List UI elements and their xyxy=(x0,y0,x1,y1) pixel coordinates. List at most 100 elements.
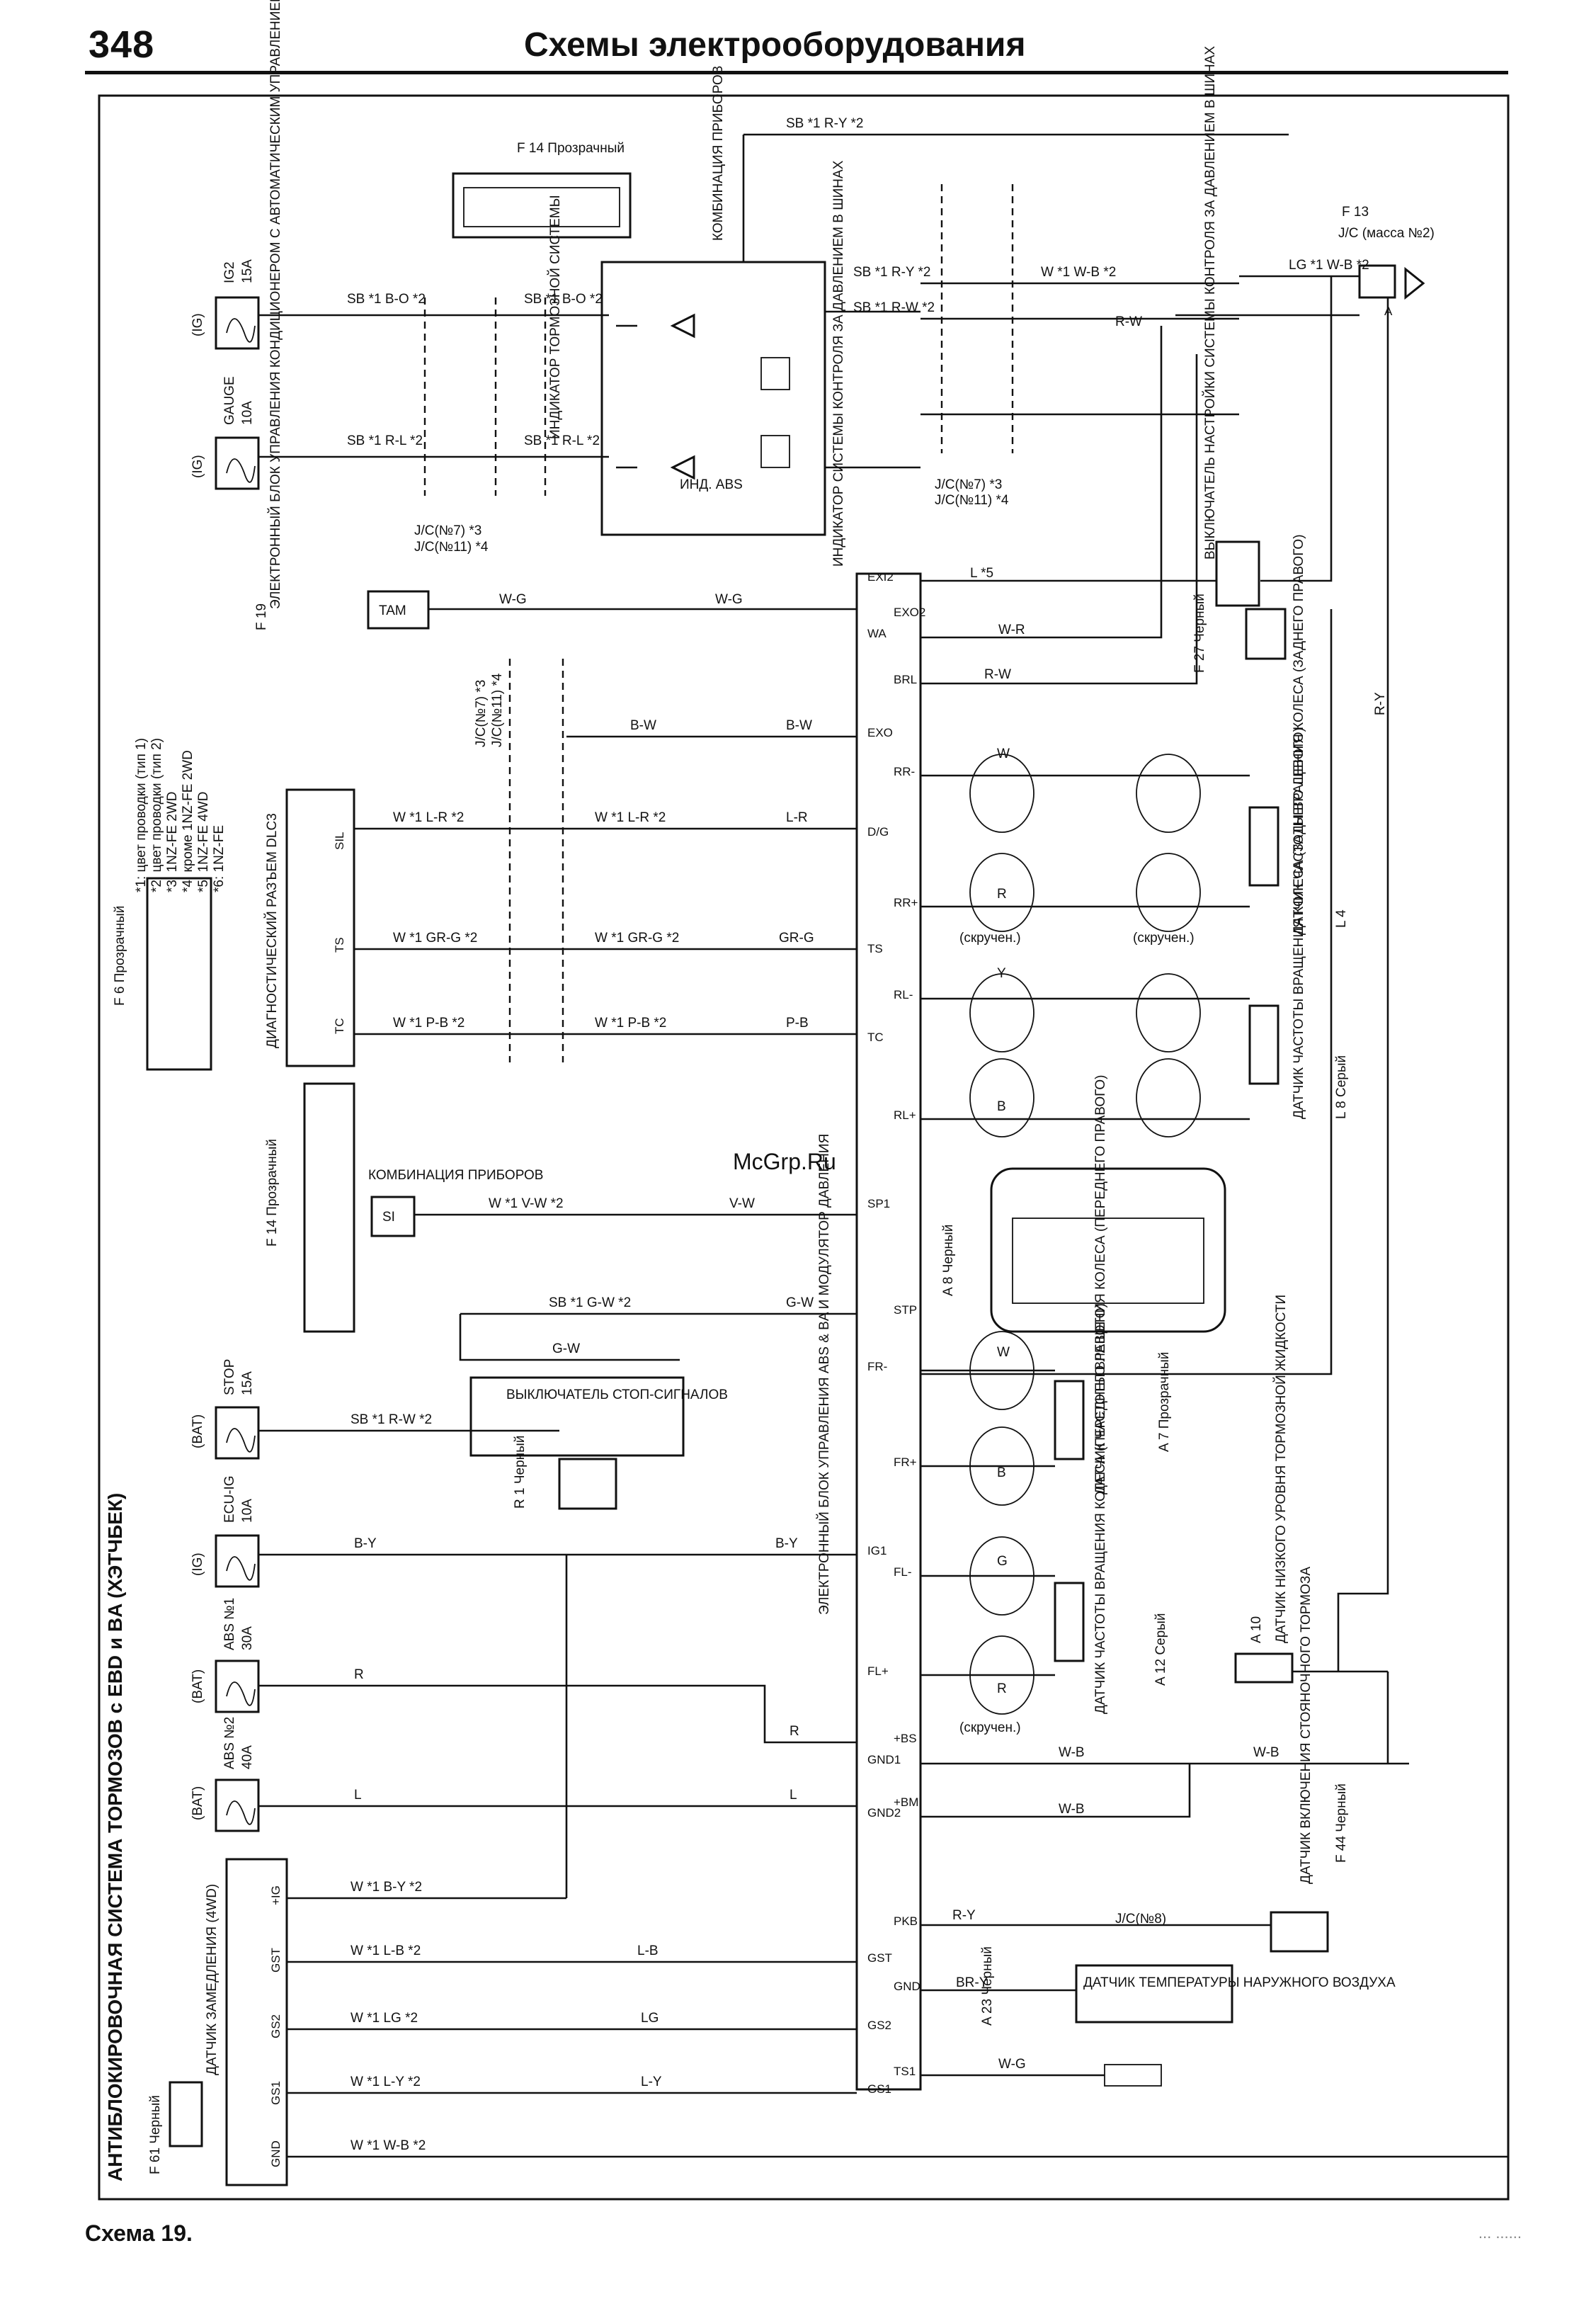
dlc3-pin-sil: SIL xyxy=(333,832,346,850)
note-4: *4: кроме 1NZ-FE 2WD xyxy=(181,750,195,892)
ecu-terminal-gs1: GS1 xyxy=(867,2082,891,2096)
fuse-abs1-source: (BAT) xyxy=(190,1669,205,1703)
wire-label-6: W *1 P-B *2 xyxy=(393,1016,464,1031)
fuse-ecu-ig-rating: 10A xyxy=(240,1499,255,1523)
fuse-ig2-source: (IG) xyxy=(190,313,205,336)
temp-sensor-label: ДАТЧИК ТЕМПЕРАТУРЫ НАРУЖНОГО ВОЗДУХА xyxy=(1083,1975,1396,1990)
corner-mark: ... ...... xyxy=(1478,2224,1522,2242)
brake-indicator-label: ИНДИКАТОР ТОРМОЗНОЙ СИСТЕМЫ xyxy=(547,195,563,439)
wire-label-4: W *1 L-R *2 xyxy=(393,810,464,825)
a23-label: A 23 Черный xyxy=(980,1946,995,2026)
wire-label-21: L *5 xyxy=(970,566,993,581)
wire-label-1b: SB *1 B-O *2 xyxy=(524,292,603,307)
tire-pressure-indicator-label: ИНДИКАТОР СИСТЕМЫ КОНТРОЛЯ ЗА ДАВЛЕНИЕМ … xyxy=(831,160,846,567)
rr-sensor-label: ДАТЧИК ЧАСТОТЫ ВРАЩЕНИЯ КОЛЕСА (ЗАДНЕГО … xyxy=(1292,534,1306,935)
combination-meter-2: КОМБИНАЦИЯ ПРИБОРОВ SI xyxy=(368,1168,543,1237)
ecu-terminal-bs: +BS xyxy=(894,1732,917,1745)
fr-sensor-label: ДАТЧИК ЧАСТОТЫ ВРАЩЕНИЯ КОЛЕСА (ПЕРЕДНЕГ… xyxy=(1093,1075,1108,1494)
wire-label-27: L-R xyxy=(786,810,808,825)
jc-no8: J/C(№8) xyxy=(1115,1912,1166,1926)
rl-sensor-block: ДАТЧИК ЧАСТОТЫ ВРАЩЕНИЯ КОЛЕСА (ЗАДНЕГО … xyxy=(1248,727,1349,1119)
decel-pin-gst: GST xyxy=(269,1948,283,1973)
splice-id-sample: A xyxy=(1384,305,1393,318)
fluid-sensor-block: ДАТЧИК НИЗКОГО УРОВНЯ ТОРМОЗНОЙ ЖИДКОСТИ… xyxy=(1234,1295,1294,1684)
wire-label-18b: SB *1 R-Y *2 xyxy=(853,265,930,280)
wire-label-3: W-G xyxy=(499,592,527,607)
fuse-stop: STOP 15A (BAT) xyxy=(190,1359,260,1460)
ecu-terminal-rl: RL- xyxy=(894,988,913,1001)
wire-label-30: V-W xyxy=(729,1196,755,1211)
f6-label: F 6 Прозрачный xyxy=(113,906,127,1006)
f6-connector: F 6 Прозрачный xyxy=(113,877,212,1071)
wire-label-12: L xyxy=(354,1788,362,1803)
combination-meter-label: КОМБИНАЦИЯ ПРИБОРОВ xyxy=(711,66,726,241)
fl-sensor-block: ДАТЧИК ЧАСТОТЫ ВРАЩЕНИЯ КОЛЕСА (ПЕРЕДНЕГ… xyxy=(1054,1303,1168,1714)
ecu-terminal-fl: FL- xyxy=(894,1565,912,1579)
combination-meter-2-label: КОМБИНАЦИЯ ПРИБОРОВ xyxy=(368,1168,543,1183)
wire-label-25: LG *1 W-B *2 xyxy=(1289,258,1369,273)
wire-label-20: W-R xyxy=(998,623,1025,637)
ecu-terminal-stp: STP xyxy=(894,1303,917,1317)
wire-letter-w2: W xyxy=(997,1345,1010,1360)
fluid-sensor-label: ДАТЧИК НИЗКОГО УРОВНЯ ТОРМОЗНОЙ ЖИДКОСТИ xyxy=(1273,1295,1289,1643)
ecu-terminal-gnd: GND xyxy=(894,1980,920,1993)
fuse-gauge-rating: 10A xyxy=(240,401,255,425)
note-6: *6: 1NZ-FE xyxy=(212,825,227,892)
tire-switch-label: ВЫКЛЮЧАТЕЛЬ НАСТРОЙКИ СИСТЕМЫ КОНТРОЛЯ З… xyxy=(1202,46,1218,560)
fuse-ig2-name: IG2 xyxy=(222,261,237,283)
stop-switch-label: ВЫКЛЮЧАТЕЛЬ СТОП-СИГНАЛОВ xyxy=(506,1387,728,1402)
fuse-ig2: IG2 15A (IG) xyxy=(190,259,260,350)
notes-block: *1: цвет проводки (тип 1) *2: цвет прово… xyxy=(134,738,227,892)
wire-label-24: BR-Y xyxy=(956,1975,988,1990)
wire-labels: SB *1 B-O *2 SB *1 B-O *2 SB *1 R-L *2 S… xyxy=(347,116,1388,2153)
parking-sensor-block: ДАТЧИК ВКЛЮЧЕНИЯ СТОЯНОЧНОГО ТОРМОЗА F 4… xyxy=(1270,1567,1349,1953)
f14-top-connector: F 14 Прозрачный xyxy=(452,141,632,239)
ecu-terminal-gnd2: GND2 xyxy=(867,1806,901,1820)
ecu-terminal-fr: FR+ xyxy=(894,1455,917,1469)
ecu-terminal-ts1: TS1 xyxy=(894,2065,916,2078)
ecu-terminal-pkb: PKB xyxy=(894,1914,918,1928)
combination-meter-block: КОМБИНАЦИЯ ПРИБОРОВ ИНДИКАТОР ТОРМОЗНОЙ … xyxy=(547,66,846,567)
dlc3-pin-tc: TC xyxy=(333,1018,346,1034)
wire-label-23b: W-B xyxy=(1253,1745,1279,1760)
ecu-terminal-sp1: SP1 xyxy=(867,1197,890,1210)
note-2: *2: цвет проводки (тип 2) xyxy=(149,738,164,892)
wire-letter-w1: W xyxy=(997,747,1010,761)
fuse-gauge-name: GAUGE xyxy=(222,376,237,425)
fuse-ig2-rating: 15A xyxy=(240,259,255,283)
ac-ecu-label: ЭЛЕКТРОННЫЙ БЛОК УПРАВЛЕНИЯ КОНДИЦИОНЕРО… xyxy=(268,0,283,609)
a12-label: A 12 Серый xyxy=(1153,1613,1168,1686)
f19-label: F 19 xyxy=(254,603,269,630)
r1-label: R 1 Черный xyxy=(513,1436,528,1509)
caption: Схема 19. xyxy=(85,2220,193,2246)
wire-label-6b: W *1 P-B *2 xyxy=(595,1016,666,1031)
wire-label-8: SB *1 G-W *2 xyxy=(549,1295,631,1310)
wire-label-11b: R xyxy=(790,1724,799,1739)
f14-top-label: F 14 Прозрачный xyxy=(517,141,625,156)
watermark: McGrp.Ru xyxy=(733,1149,836,1174)
fuse-ecu-ig-name: ECU-IG xyxy=(222,1476,237,1523)
wire-label-17: W *1 W-B *2 xyxy=(350,2138,426,2153)
wire-label-22: R-Y xyxy=(1373,692,1388,715)
wire-label-5: W *1 GR-G *2 xyxy=(393,931,477,946)
wire-label-18: SB *1 R-Y *2 xyxy=(786,116,863,131)
fuse-stop-rating: 15A xyxy=(240,1371,255,1395)
main-ecu-box: ЭЛЕКТРОННЫЙ БЛОК УПРАВЛЕНИЯ ABS & BA И М… xyxy=(816,572,922,2091)
abs-indicator-label: ИНД. ABS xyxy=(680,477,743,492)
ecu-terminal-exi2: EXI2 xyxy=(867,570,894,584)
note-1: *1: цвет проводки (тип 1) xyxy=(134,738,149,892)
wire-label-4b: W *1 L-R *2 xyxy=(595,810,666,825)
ecu-terminal-ts: TS xyxy=(867,942,883,955)
wire-label-22b: R-Y xyxy=(952,1908,976,1923)
ecu-terminal-fr: FR- xyxy=(867,1360,887,1373)
l8-label: L 8 Серый xyxy=(1334,1055,1349,1119)
page-number: 348 xyxy=(89,23,155,66)
dlc3-block: ДИАГНОСТИЧЕСКИЙ РАЗЪЕМ DLC3 SIL TS TC xyxy=(264,788,355,1067)
jc-no11-mid: J/C(№11) *4 xyxy=(490,673,505,747)
parking-sensor-label: ДАТЧИК ВКЛЮЧЕНИЯ СТОЯНОЧНОГО ТОРМОЗА xyxy=(1299,1567,1313,1884)
wire-label-13: W *1 B-Y *2 xyxy=(350,1880,422,1895)
wire-letter-r2: R xyxy=(997,1681,1007,1696)
wire-label-9b: SB *1 R-W *2 xyxy=(853,300,935,315)
fuse-stop-source: (BAT) xyxy=(190,1414,205,1448)
ecu-terminal-gst: GST xyxy=(867,1951,892,1965)
